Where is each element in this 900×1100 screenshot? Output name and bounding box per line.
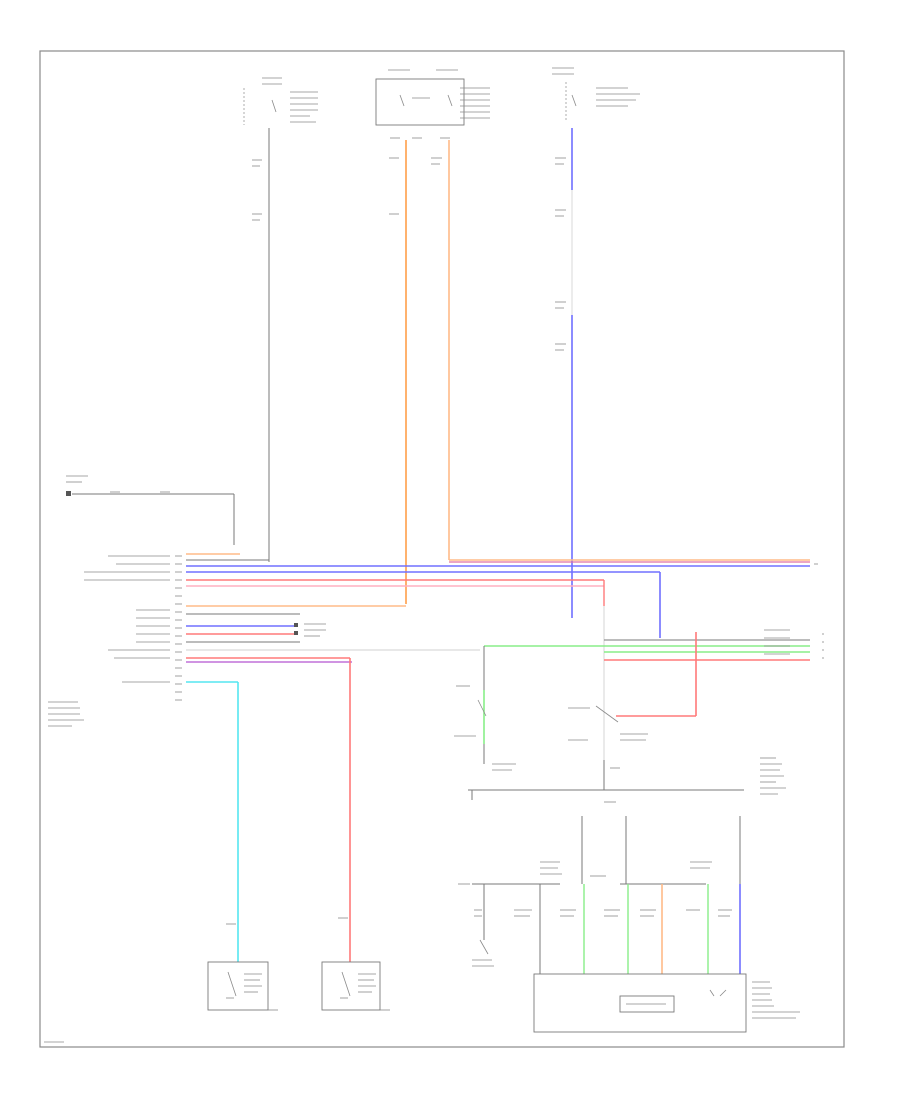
module-ground [66, 475, 235, 545]
diagram-frame [39, 50, 845, 1048]
down-wire-labels [226, 917, 348, 925]
hot-in-run-fuse-box [375, 69, 490, 139]
shift-position-switch [568, 705, 648, 769]
connector-dots [294, 623, 326, 637]
module-pin-numbers [175, 555, 182, 701]
run-end-labels [764, 563, 824, 659]
hot-at-all-times-fuse [243, 77, 318, 125]
transmission-control-module [458, 801, 800, 1033]
left-door-switch [207, 961, 278, 1011]
column-lock-switch [454, 646, 516, 771]
module-pin-labels [84, 555, 170, 683]
right-side-note [760, 757, 786, 795]
right-door-switch [321, 961, 390, 1011]
feed-wire-labels [252, 157, 566, 351]
module-name-block [48, 701, 84, 727]
hot-at-all-times-fuse-right [552, 67, 640, 122]
